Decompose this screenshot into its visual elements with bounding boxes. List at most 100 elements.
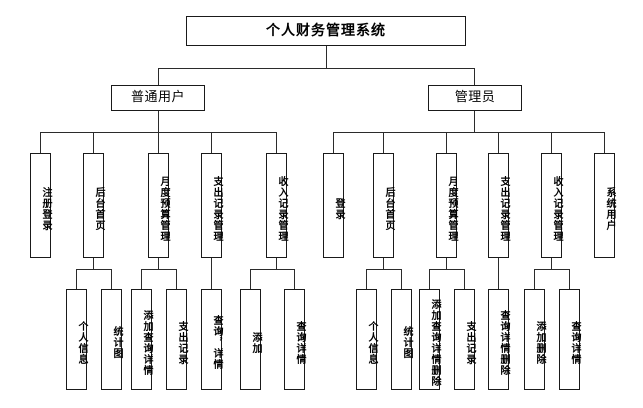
node-right-expense-records-label: 支出记录管理 <box>498 175 509 242</box>
connector-left-drop-4 <box>211 132 212 153</box>
node-left-query-detail-label: 查询详情 <box>294 320 305 365</box>
connector-left-mb-bus <box>141 269 176 270</box>
connector-level2-bus <box>158 68 474 69</box>
node-left-query-detail-comma[interactable]: 查询，详情 <box>201 289 222 390</box>
node-right-add-delete[interactable]: 添加删除 <box>524 289 545 390</box>
connector-left-bh-drop-2 <box>111 269 112 289</box>
node-left-backend-home[interactable]: 后台首页 <box>83 153 104 258</box>
node-left-query-detail-comma-label: 查询，详情 <box>211 315 222 370</box>
node-right-backend-home-label: 后台首页 <box>383 186 394 231</box>
connector-left-er-stem <box>211 258 212 289</box>
connector-right-drop-5 <box>551 132 552 153</box>
connector-left-drop-3 <box>158 132 159 153</box>
connector-right-bh-drop-1 <box>366 269 367 289</box>
connector-root-stem <box>326 46 327 68</box>
node-right-expense-records[interactable]: 支出记录管理 <box>488 153 509 258</box>
connector-right-bh-stem <box>383 258 384 269</box>
connector-left-drop-1 <box>40 132 41 153</box>
connector-right-drop-6 <box>604 132 605 153</box>
node-left-monthly-budget[interactable]: 月度预算管理 <box>148 153 169 258</box>
connector-left-ir-drop-2 <box>294 269 295 289</box>
node-right-system-user-label: 系统用户 <box>604 186 615 231</box>
connector-left-drop-2 <box>93 132 94 153</box>
connector-right-ir-drop-1 <box>534 269 535 289</box>
node-right-personal-info-label: 个人信息 <box>366 320 377 365</box>
connector-right-drop-3 <box>446 132 447 153</box>
node-right-query-detail-delete[interactable]: 查询详情删除 <box>488 289 509 390</box>
node-right-monthly-budget-label: 月度预算管理 <box>446 175 457 242</box>
connector-right-bh-drop-2 <box>401 269 402 289</box>
node-left-stat-chart[interactable]: 统计图 <box>101 289 122 390</box>
connector-left-bh-drop-1 <box>76 269 77 289</box>
node-right-stat-chart-label: 统计图 <box>401 326 412 359</box>
node-left-backend-home-label: 后台首页 <box>93 186 104 231</box>
connector-right-mb-bus <box>429 269 464 270</box>
connector-left-mb-stem <box>158 258 159 269</box>
connector-level2-drop-right <box>474 68 475 85</box>
connector-right-ir-drop-2 <box>569 269 570 289</box>
node-right-add-query-detail-delete-label: 添加查询详情删除 <box>429 298 440 387</box>
node-right-backend-home[interactable]: 后台首页 <box>373 153 394 258</box>
node-left-income-records-label: 收入记录管理 <box>276 175 287 242</box>
node-right-add-delete-label: 添加删除 <box>534 320 545 365</box>
node-left-add-query-detail-label: 添加查询详情 <box>141 309 152 376</box>
node-left-add-query-detail[interactable]: 添加查询详情 <box>131 289 152 390</box>
node-right-login[interactable]: 登录 <box>323 153 344 258</box>
node-right-query-detail-delete-label: 查询详情删除 <box>498 309 509 376</box>
connector-right-mb-stem <box>446 258 447 269</box>
connector-left-ir-drop-1 <box>250 269 251 289</box>
connector-right-level3-bus <box>333 132 604 133</box>
node-normal-user[interactable]: 普通用户 <box>111 85 205 111</box>
node-right-system-user[interactable]: 系统用户 <box>594 153 615 258</box>
node-right-monthly-budget[interactable]: 月度预算管理 <box>436 153 457 258</box>
connector-left-mb-drop-2 <box>176 269 177 289</box>
node-right-expense-record[interactable]: 支出记录 <box>454 289 475 390</box>
connector-left-drop-5 <box>276 132 277 153</box>
node-normal-user-label: 普通用户 <box>130 90 185 106</box>
connector-left-ir-stem <box>276 258 277 269</box>
node-admin[interactable]: 管理员 <box>428 85 522 111</box>
node-left-expense-record-label: 支出记录 <box>176 320 187 365</box>
node-right-income-records-label: 收入记录管理 <box>551 175 562 242</box>
connector-left-ir-bus <box>250 269 294 270</box>
connector-right-drop-2 <box>383 132 384 153</box>
node-left-query-detail[interactable]: 查询详情 <box>284 289 305 390</box>
connector-right-ir-bus <box>534 269 569 270</box>
node-left-monthly-budget-label: 月度预算管理 <box>158 175 169 242</box>
node-left-income-records[interactable]: 收入记录管理 <box>266 153 287 258</box>
node-right-income-records[interactable]: 收入记录管理 <box>541 153 562 258</box>
node-left-add[interactable]: 添加 <box>240 289 261 390</box>
node-left-expense-records-label: 支出记录管理 <box>211 175 222 242</box>
connector-right-bh-bus <box>366 269 401 270</box>
node-right-personal-info[interactable]: 个人信息 <box>356 289 377 390</box>
connector-left-mb-drop-1 <box>141 269 142 289</box>
node-root-label: 个人财务管理系统 <box>266 22 386 39</box>
connector-right-drop-4 <box>498 132 499 153</box>
node-right-query-detail[interactable]: 查询详情 <box>559 289 580 390</box>
node-left-register-login[interactable]: 注册登录 <box>30 153 51 258</box>
node-right-add-query-detail-delete[interactable]: 添加查询详情删除 <box>419 289 440 390</box>
connector-left-bh-bus <box>76 269 111 270</box>
connector-left-bh-stem <box>93 258 94 269</box>
connector-normal-user-stem <box>158 111 159 132</box>
connector-admin-stem <box>474 111 475 132</box>
node-admin-label: 管理员 <box>454 90 496 106</box>
node-left-register-login-label: 注册登录 <box>40 186 51 231</box>
connector-right-er-stem <box>498 258 499 289</box>
node-left-personal-info-label: 个人信息 <box>76 320 87 365</box>
node-right-stat-chart[interactable]: 统计图 <box>391 289 412 390</box>
connector-right-mb-drop-1 <box>429 269 430 289</box>
node-root[interactable]: 个人财务管理系统 <box>186 16 466 46</box>
node-left-expense-record[interactable]: 支出记录 <box>166 289 187 390</box>
node-left-expense-records[interactable]: 支出记录管理 <box>201 153 222 258</box>
node-left-add-label: 添加 <box>250 331 261 354</box>
node-right-login-label: 登录 <box>333 197 344 220</box>
connector-right-ir-stem <box>551 258 552 269</box>
node-right-expense-record-label: 支出记录 <box>464 320 475 365</box>
connector-right-drop-1 <box>333 132 334 153</box>
connector-level2-drop-left <box>158 68 159 85</box>
node-right-query-detail-label: 查询详情 <box>569 320 580 365</box>
node-left-personal-info[interactable]: 个人信息 <box>66 289 87 390</box>
node-left-stat-chart-label: 统计图 <box>111 326 122 359</box>
